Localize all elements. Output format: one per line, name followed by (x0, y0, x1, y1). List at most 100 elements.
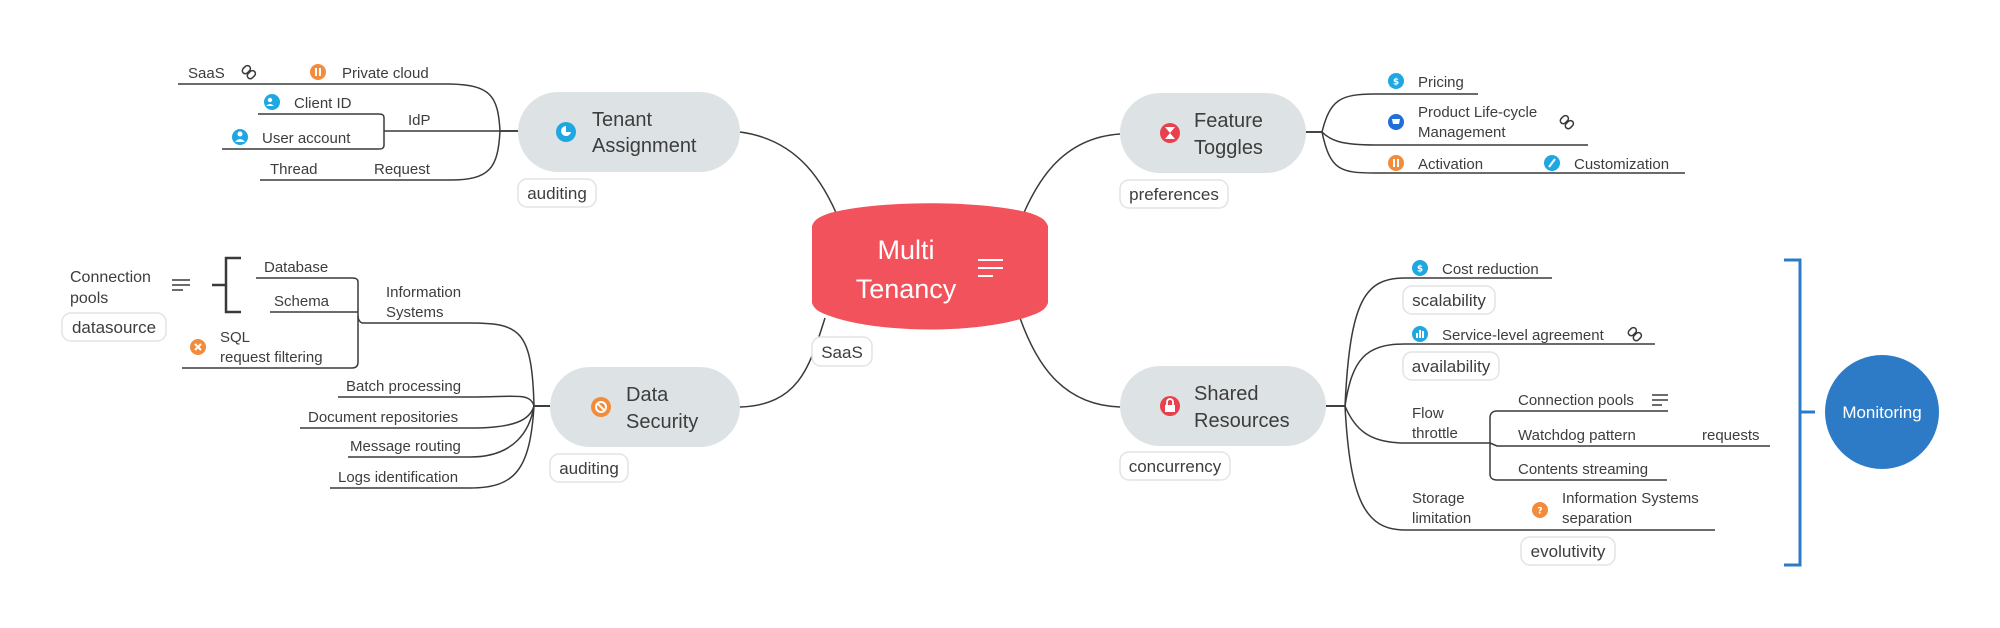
security-info-line2: Systems (386, 304, 444, 321)
feature-product-line2: Management (1418, 124, 1506, 141)
security-info-line1: Information (386, 284, 461, 301)
shared-storage-line1: Storage (1412, 490, 1465, 507)
central-topic-line2: Tenancy (856, 274, 957, 304)
availability-label: availability (1402, 351, 1500, 381)
svg-text:Feature: Feature (1194, 110, 1263, 132)
edge-root-tenant (739, 131, 841, 223)
security-batch: Batch processing (346, 378, 461, 395)
dollar-icon (1412, 260, 1428, 276)
shared-flow-line1: Flow (1412, 405, 1444, 422)
security-branches (182, 277, 550, 489)
feature-customization: Customization (1574, 156, 1669, 173)
question-icon (1532, 502, 1548, 518)
feature-pricing: Pricing (1418, 74, 1464, 91)
security-database: Database (264, 259, 328, 276)
security-sql-line2: request filtering (220, 349, 323, 366)
notes-icon (1652, 394, 1668, 406)
link-icon (1627, 326, 1643, 342)
edge-root-feature (1019, 133, 1121, 223)
group-bracket (212, 256, 241, 314)
shared-infosep-line1: Information Systems (1562, 490, 1699, 507)
svg-text:?: ? (1537, 507, 1542, 517)
svg-text:preferences: preferences (1129, 185, 1219, 204)
central-topic-shape (812, 203, 1048, 330)
summary-monitoring[interactable]: Monitoring (1825, 355, 1939, 469)
central-topic[interactable]: Multi Tenancy (812, 203, 1048, 330)
shared-flow-line2: throttle (1412, 425, 1458, 442)
svg-text:Assignment: Assignment (592, 135, 697, 157)
shared-sla: Service-level agreement (1442, 327, 1605, 344)
topic-shared-resources[interactable]: Shared Resources (1120, 366, 1326, 446)
security-schema: Schema (274, 293, 330, 310)
feature-product-line1: Product Life-cycle (1418, 104, 1537, 121)
shared-conn-pools: Connection pools (1518, 392, 1634, 409)
shared-branches (1326, 277, 1770, 531)
dollar-icon (1388, 73, 1404, 89)
shared-streaming: Contents streaming (1518, 461, 1648, 478)
svg-text:evolutivity: evolutivity (1531, 542, 1606, 561)
security-documents: Document repositories (308, 409, 458, 426)
security-label: auditing (549, 453, 629, 483)
central-topic-line1: Multi (877, 235, 934, 265)
feature-branches (1306, 93, 1685, 174)
svg-text:Toggles: Toggles (1194, 137, 1263, 159)
svg-text:auditing: auditing (559, 459, 619, 478)
shared-watchdog: Watchdog pattern (1518, 427, 1636, 444)
svg-text:SaaS: SaaS (821, 343, 863, 362)
tenant-idp: IdP (408, 112, 431, 129)
security-connection-line2: pools (70, 290, 108, 307)
datasource-label: datasource (61, 312, 167, 342)
tenant-thread: Thread (270, 161, 318, 178)
tenant-branches (178, 83, 518, 181)
svg-text:$: $ (1417, 265, 1423, 275)
shared-cost: Cost reduction (1442, 261, 1539, 278)
shared-requests: requests (1702, 427, 1760, 444)
security-logs: Logs identification (338, 469, 458, 486)
tenant-client-id: Client ID (294, 95, 352, 112)
user-icon (232, 129, 248, 145)
tenant-request: Request (374, 161, 431, 178)
shared-storage-line2: limitation (1412, 510, 1471, 527)
svg-text:Security: Security (626, 411, 698, 433)
security-sql-line1: SQL (220, 329, 250, 346)
security-message: Message routing (350, 438, 461, 455)
pause-icon (1388, 155, 1404, 171)
pause-icon (310, 64, 326, 80)
svg-text:Tenant: Tenant (592, 109, 652, 131)
svg-text:scalability: scalability (1412, 291, 1486, 310)
topic-tenant-assignment[interactable]: Tenant Assignment (518, 92, 740, 172)
link-icon (241, 64, 257, 80)
svg-text:datasource: datasource (72, 318, 156, 337)
svg-text:Data: Data (626, 384, 669, 406)
hourglass-icon (1160, 123, 1180, 143)
svg-text:Shared: Shared (1194, 383, 1259, 405)
topic-data-security[interactable]: Data Security (550, 367, 740, 447)
feature-label: preferences (1119, 179, 1229, 209)
tenant-label: auditing (517, 178, 597, 208)
tenant-saas: SaaS (188, 65, 225, 82)
root-label: SaaS (811, 336, 873, 367)
tenant-user-account: User account (262, 130, 351, 147)
feature-activation: Activation (1418, 156, 1483, 173)
notes-icon (172, 279, 190, 291)
svg-text:$: $ (1393, 78, 1399, 88)
scalability-label: scalability (1402, 285, 1496, 315)
shared-infosep-line2: separation (1562, 510, 1632, 527)
edge-root-security (739, 317, 826, 408)
link-icon (1559, 114, 1575, 130)
svg-text:concurrency: concurrency (1129, 457, 1222, 476)
evolutivity-label: evolutivity (1520, 536, 1616, 566)
notes-icon (978, 259, 1003, 277)
svg-text:Resources: Resources (1194, 410, 1290, 432)
tenant-private-cloud: Private cloud (342, 65, 429, 82)
user-group-icon (264, 94, 280, 110)
edge-root-shared (1019, 317, 1121, 408)
topic-feature-toggles[interactable]: Feature Toggles (1120, 93, 1306, 173)
shared-label: concurrency (1119, 451, 1231, 481)
summary-bracket (1784, 258, 1815, 567)
security-connection-line1: Connection (70, 269, 151, 286)
svg-text:Monitoring: Monitoring (1842, 403, 1921, 422)
svg-text:availability: availability (1412, 357, 1491, 376)
svg-text:auditing: auditing (527, 184, 587, 203)
